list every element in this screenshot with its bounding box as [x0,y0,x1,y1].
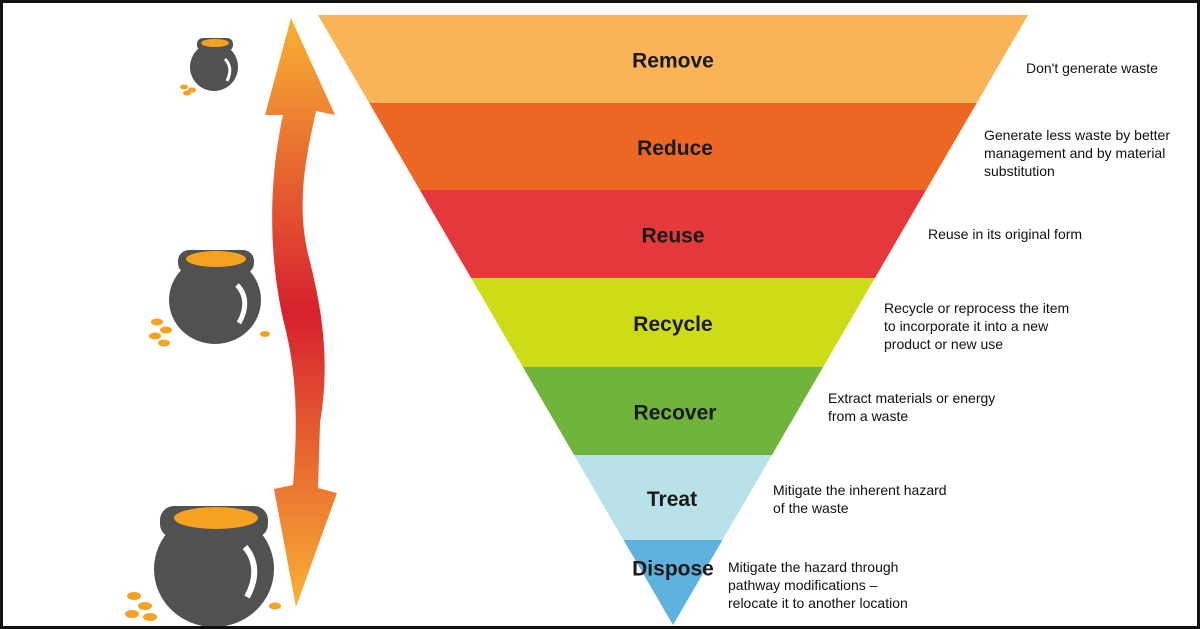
description-line: Extract materials or energy [828,390,996,406]
level-description-reduce: Generate less waste by better management … [984,126,1170,180]
level-description-treat: Mitigate the inherent hazard of the waste [773,481,947,517]
description-line: relocate it to another location [728,595,908,611]
description-line: from a waste [828,408,909,424]
level-band-reuse [419,190,927,278]
level-label-dispose: Dispose [632,558,714,581]
level-label-reuse: Reuse [641,225,704,248]
description-line: product or new use [884,336,1004,352]
level-description-recycle: Recycle or reprocess the item to incorpor… [884,299,1069,353]
level-description-reuse: Reuse in its original form [928,225,1082,243]
pot-small-icon [180,38,238,96]
level-label-treat: Treat [647,488,697,511]
level-band-treat [574,455,772,540]
level-description-remove: Don't generate waste [1026,59,1158,77]
level-label-recycle: Recycle [633,313,712,336]
description-line: management and by material [984,145,1166,161]
level-band-remove [318,15,1028,103]
level-label-reduce: Reduce [637,137,713,160]
description-line: Mitigate the inherent hazard [773,482,947,498]
description-line: Reuse in its original form [928,226,1083,242]
pot-large-icon [125,506,281,626]
description-line: to incorporate it into a new [884,318,1049,334]
pot-medium-icon [149,250,270,347]
description-line: substitution [984,163,1055,179]
description-line: pathway modifications – [728,577,878,593]
description-line: Mitigate the hazard through [728,559,899,575]
description-line: of the waste [773,500,849,516]
description-line: Recycle or reprocess the item [884,300,1070,316]
level-description-recover: Extract materials or energy from a waste [828,389,995,425]
level-band-reduce [369,103,977,190]
level-band-dispose [623,540,723,625]
double-arrow-icon [265,18,337,607]
waste-hierarchy-diagram: RemoveReduceReuseRecycleRecoverTreatDisp… [125,15,1028,626]
description-line: Don't generate waste [1026,60,1158,76]
level-band-recycle [471,278,875,367]
level-label-recover: Recover [634,402,717,425]
hierarchy-levels: RemoveReduceReuseRecycleRecoverTreatDisp… [318,15,1028,625]
level-description-dispose: Mitigate the hazard through pathway modif… [728,558,908,612]
description-line: Generate less waste by better [984,127,1170,143]
level-label-remove: Remove [632,50,714,73]
level-band-recover [522,367,824,455]
